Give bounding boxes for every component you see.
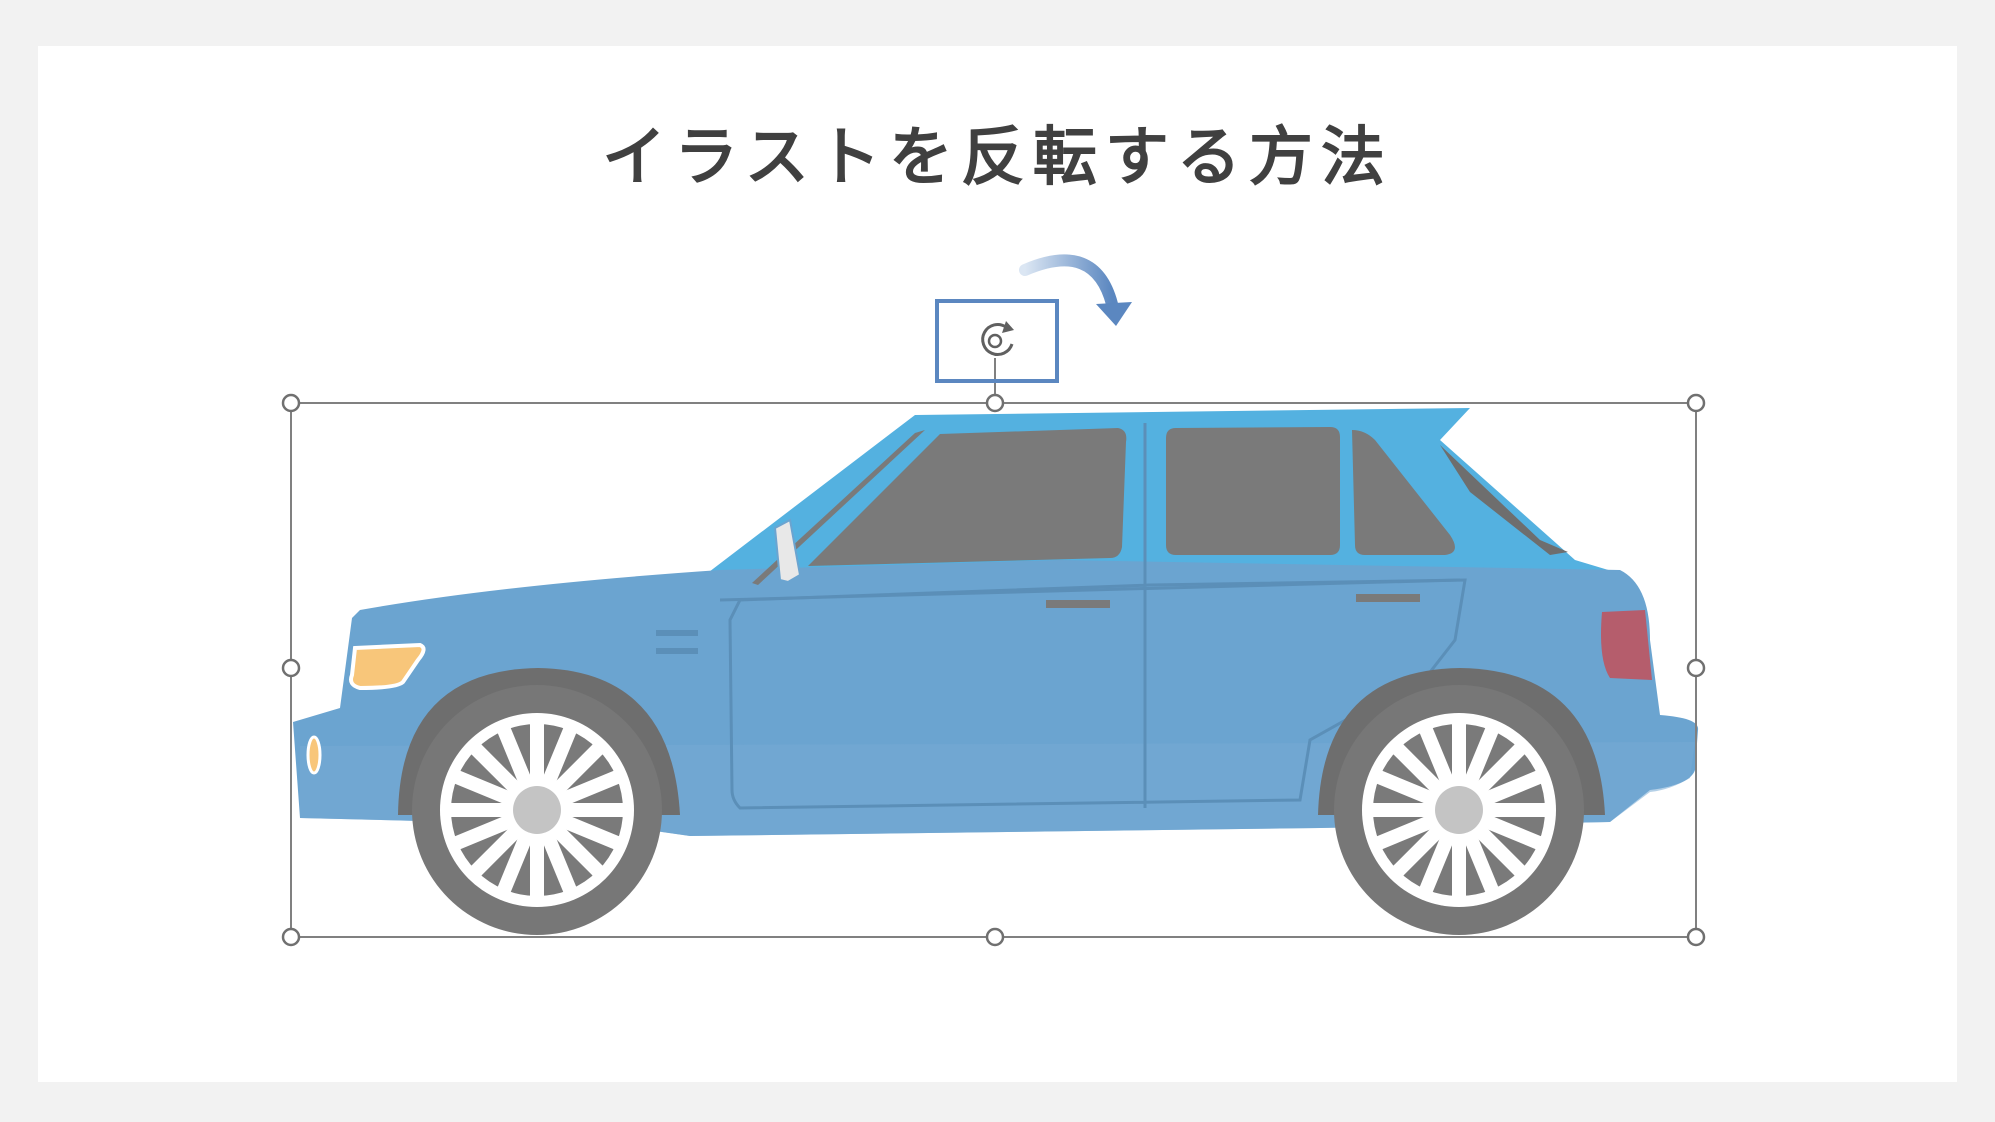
taillight xyxy=(1601,610,1652,680)
rotate-icon[interactable] xyxy=(981,321,1014,356)
resize-handle-bottom-left[interactable] xyxy=(281,927,301,947)
fog-light xyxy=(306,735,322,775)
side-vent-2 xyxy=(656,648,698,654)
front-window xyxy=(808,428,1127,566)
front-door-handle xyxy=(1046,600,1110,608)
quarter-window xyxy=(1352,430,1455,555)
rotate-highlight-box xyxy=(935,299,1059,383)
resize-handle-top-left[interactable] xyxy=(281,393,301,413)
resize-handle-top-center[interactable] xyxy=(985,393,1005,413)
side-mirror xyxy=(773,518,802,584)
resize-handle-bottom-right[interactable] xyxy=(1686,927,1706,947)
car-door-lines xyxy=(728,423,1467,810)
resize-handle-middle-left[interactable] xyxy=(281,658,301,678)
side-vent-1 xyxy=(656,630,698,636)
resize-handle-top-right[interactable] xyxy=(1686,393,1706,413)
slide-title: イラストを反転する方法 xyxy=(602,121,1393,195)
rear-wheel xyxy=(1334,685,1584,935)
car-illustration[interactable] xyxy=(293,408,1699,935)
resize-handle-bottom-center[interactable] xyxy=(985,927,1005,947)
curved-arrow-icon xyxy=(1019,254,1132,326)
resize-handle-middle-right[interactable] xyxy=(1686,658,1706,678)
front-wheel xyxy=(412,685,662,935)
rear-door-handle xyxy=(1356,594,1420,602)
rear-window xyxy=(1166,427,1340,555)
car-roof-line xyxy=(719,578,1461,602)
headlight-frame xyxy=(349,642,426,691)
